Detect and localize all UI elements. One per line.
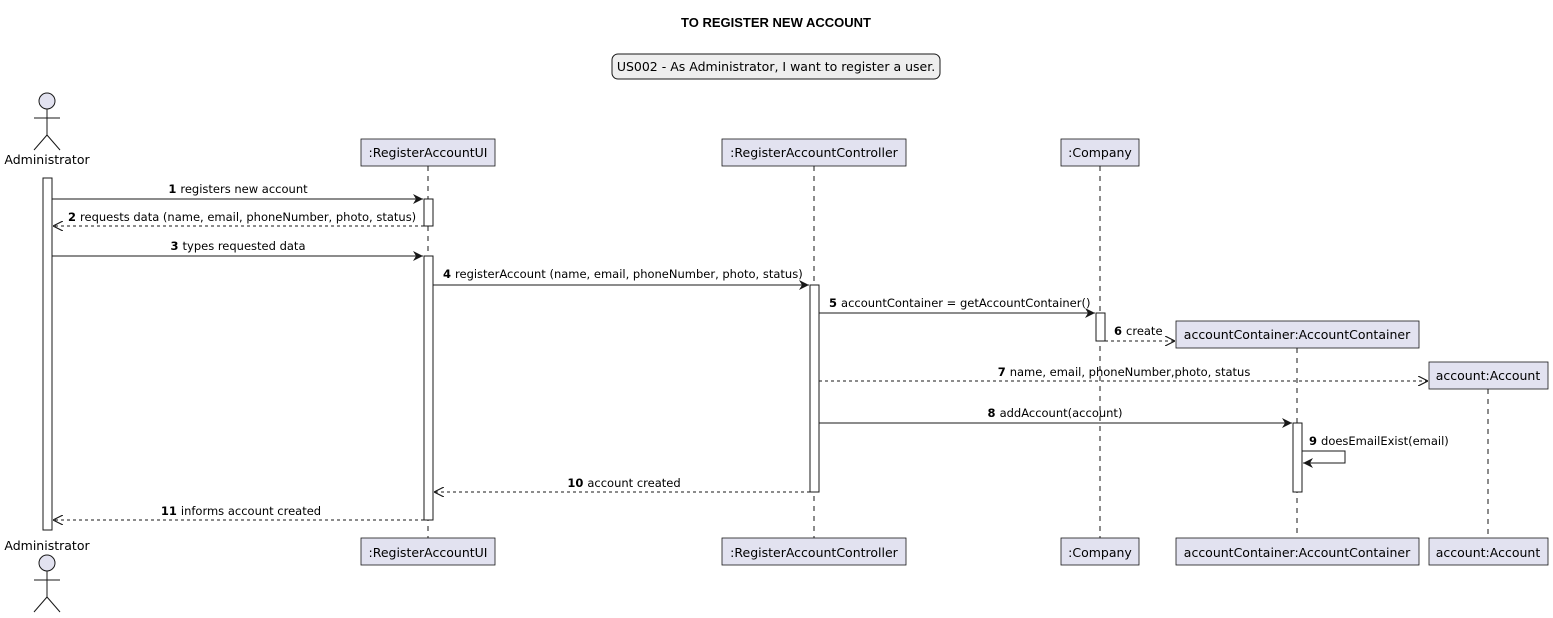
message-arrows — [52, 194, 1428, 520]
svg-text::Company: :Company — [1068, 145, 1132, 160]
svg-text:accountContainer:AccountContai: accountContainer:AccountContainer — [1184, 327, 1411, 342]
activations — [42, 177, 1303, 531]
svg-text::RegisterAccountController: :RegisterAccountController — [730, 545, 898, 560]
actor-administrator-bottom — [33, 554, 61, 613]
svg-text::RegisterAccountUI: :RegisterAccountUI — [369, 545, 488, 560]
participant-registeraccountui-top: :RegisterAccountUI — [360, 138, 496, 167]
participant-accountcontainer-bottom: accountContainer:AccountContainer — [1175, 537, 1420, 566]
svg-text::Company: :Company — [1068, 545, 1132, 560]
participant-registeraccountcontroller-bottom: :RegisterAccountController — [721, 537, 907, 566]
activation-controller — [809, 284, 820, 493]
svg-text::RegisterAccountUI: :RegisterAccountUI — [369, 145, 488, 160]
participant-registeraccountui-bottom: :RegisterAccountUI — [360, 537, 496, 566]
svg-text:account:Account: account:Account — [1436, 368, 1541, 383]
actor-label-top: Administrator — [4, 152, 90, 167]
diagram-title: TO REGISTER NEW ACCOUNT — [681, 15, 871, 30]
activation-ui-1 — [423, 198, 434, 227]
activation-ui-2 — [423, 255, 434, 521]
svg-text:accountContainer:AccountContai: accountContainer:AccountContainer — [1184, 545, 1411, 560]
message-9-arrow — [1302, 450, 1346, 468]
activation-admin — [42, 177, 53, 531]
participant-accountcontainer-created: accountContainer:AccountContainer — [1175, 320, 1420, 349]
participant-account-bottom: account:Account — [1428, 537, 1549, 566]
actor-administrator-top — [33, 92, 61, 151]
user-story-note: US002 - As Administrator, I want to regi… — [611, 53, 941, 80]
svg-text:account:Account: account:Account — [1436, 545, 1541, 560]
svg-text::RegisterAccountController: :RegisterAccountController — [730, 145, 898, 160]
participant-company-bottom: :Company — [1060, 537, 1140, 566]
note-text: US002 - As Administrator, I want to regi… — [617, 59, 935, 74]
activation-company — [1095, 312, 1106, 342]
participant-account-created: account:Account — [1428, 361, 1549, 390]
participant-company-top: :Company — [1060, 138, 1140, 167]
activation-container — [1292, 422, 1303, 493]
actor-head-icon — [38, 554, 56, 572]
actor-label-bottom: Administrator — [4, 538, 90, 553]
actor-head-icon — [38, 92, 56, 110]
participant-registeraccountcontroller-top: :RegisterAccountController — [721, 138, 907, 167]
